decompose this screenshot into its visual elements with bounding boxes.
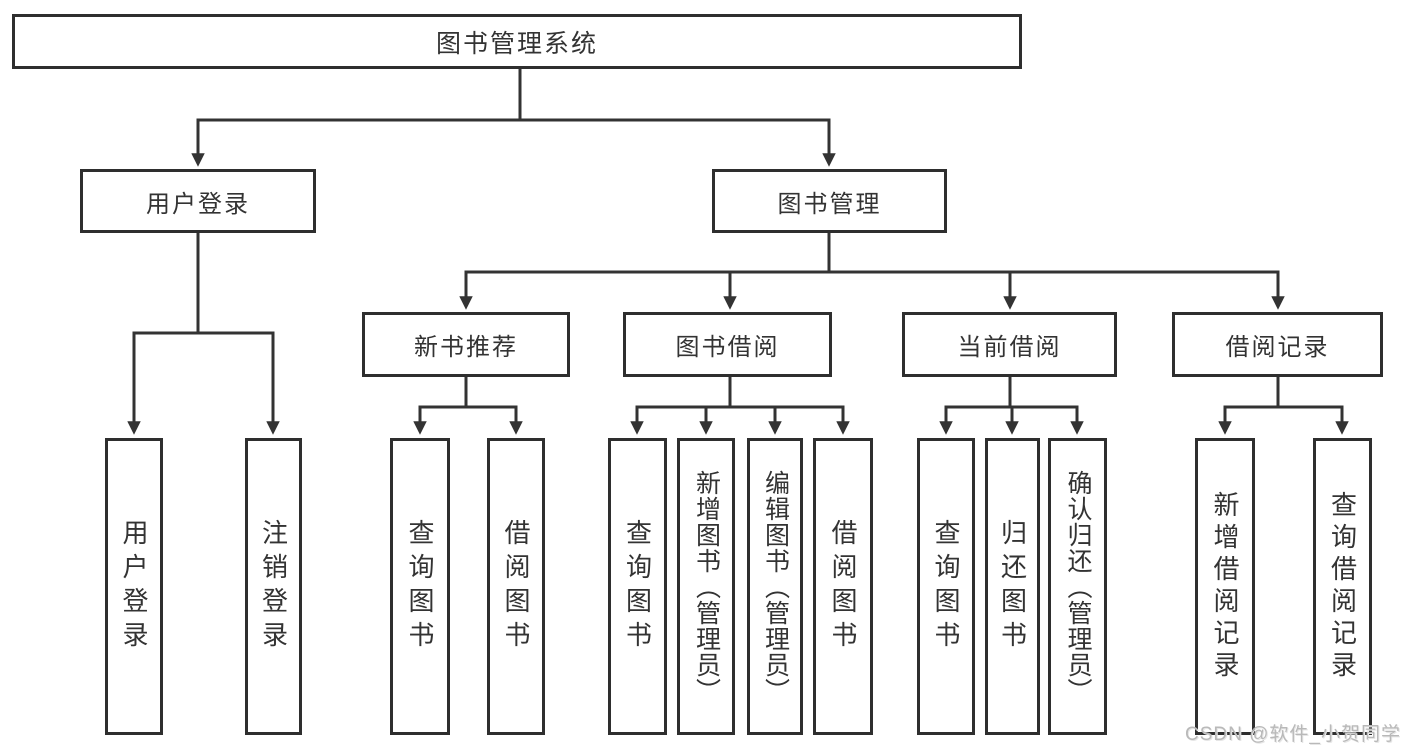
leaf-query-books-borrow: 查询图书 bbox=[608, 438, 667, 735]
leaf-label: 查询图书 bbox=[931, 518, 961, 655]
leaf-confirm-return-admin: 确认归还（管理员） bbox=[1048, 438, 1107, 735]
leaf-label: 查询借阅记录 bbox=[1327, 490, 1358, 683]
connector-current-borrow bbox=[944, 375, 1079, 409]
node-borrow-records: 借阅记录 bbox=[1172, 312, 1383, 377]
leaf-borrow-books: 借阅图书 bbox=[813, 438, 873, 735]
leaf-label: 借阅图书 bbox=[501, 518, 531, 655]
leaf-query-borrow-record: 查询借阅记录 bbox=[1313, 438, 1372, 735]
node-user-login: 用户登录 bbox=[80, 169, 316, 233]
leaf-return-book: 归还图书 bbox=[985, 438, 1040, 735]
node-library-system: 图书管理系统 bbox=[12, 14, 1022, 69]
node-current-borrow: 当前借阅 bbox=[902, 312, 1117, 377]
leaf-label: 借阅图书 bbox=[828, 518, 858, 655]
leaf-edit-book-admin: 编辑图书（管理员） bbox=[747, 438, 803, 735]
leaf-label: 编辑图书（管理员） bbox=[761, 469, 790, 704]
leaf-logout: 注销登录 bbox=[245, 438, 302, 735]
leaf-label: 注销登录 bbox=[258, 518, 289, 655]
node-book-borrow: 图书借阅 bbox=[623, 312, 832, 377]
leaf-borrow-books-recommend: 借阅图书 bbox=[487, 438, 545, 735]
leaf-query-books-recommend: 查询图书 bbox=[390, 438, 450, 735]
leaf-label: 新增借阅记录 bbox=[1210, 490, 1240, 683]
leaf-label: 查询图书 bbox=[622, 518, 653, 655]
connector-user-login bbox=[132, 231, 275, 335]
leaf-add-book-admin: 新增图书（管理员） bbox=[677, 438, 735, 735]
connector-borrow-records bbox=[1223, 375, 1344, 409]
leaf-label: 新增图书（管理员） bbox=[692, 469, 721, 704]
connector-new-book bbox=[418, 375, 518, 409]
leaf-label: 查询图书 bbox=[405, 518, 435, 655]
node-book-management: 图书管理 bbox=[712, 169, 947, 233]
connector-book-borrow bbox=[635, 375, 845, 409]
node-new-book-recommend: 新书推荐 bbox=[362, 312, 570, 377]
connector-book-management bbox=[464, 231, 1280, 274]
leaf-label: 确认归还（管理员） bbox=[1064, 469, 1092, 704]
watermark: CSDN @软件_小贺同学 bbox=[1185, 724, 1401, 745]
leaf-add-borrow-record: 新增借阅记录 bbox=[1195, 438, 1255, 735]
leaf-user-login: 用户登录 bbox=[105, 438, 163, 735]
leaf-query-books-current: 查询图书 bbox=[917, 438, 975, 735]
leaf-label: 用户登录 bbox=[119, 518, 149, 655]
leaf-label: 归还图书 bbox=[997, 518, 1028, 655]
connector-root bbox=[196, 67, 831, 122]
